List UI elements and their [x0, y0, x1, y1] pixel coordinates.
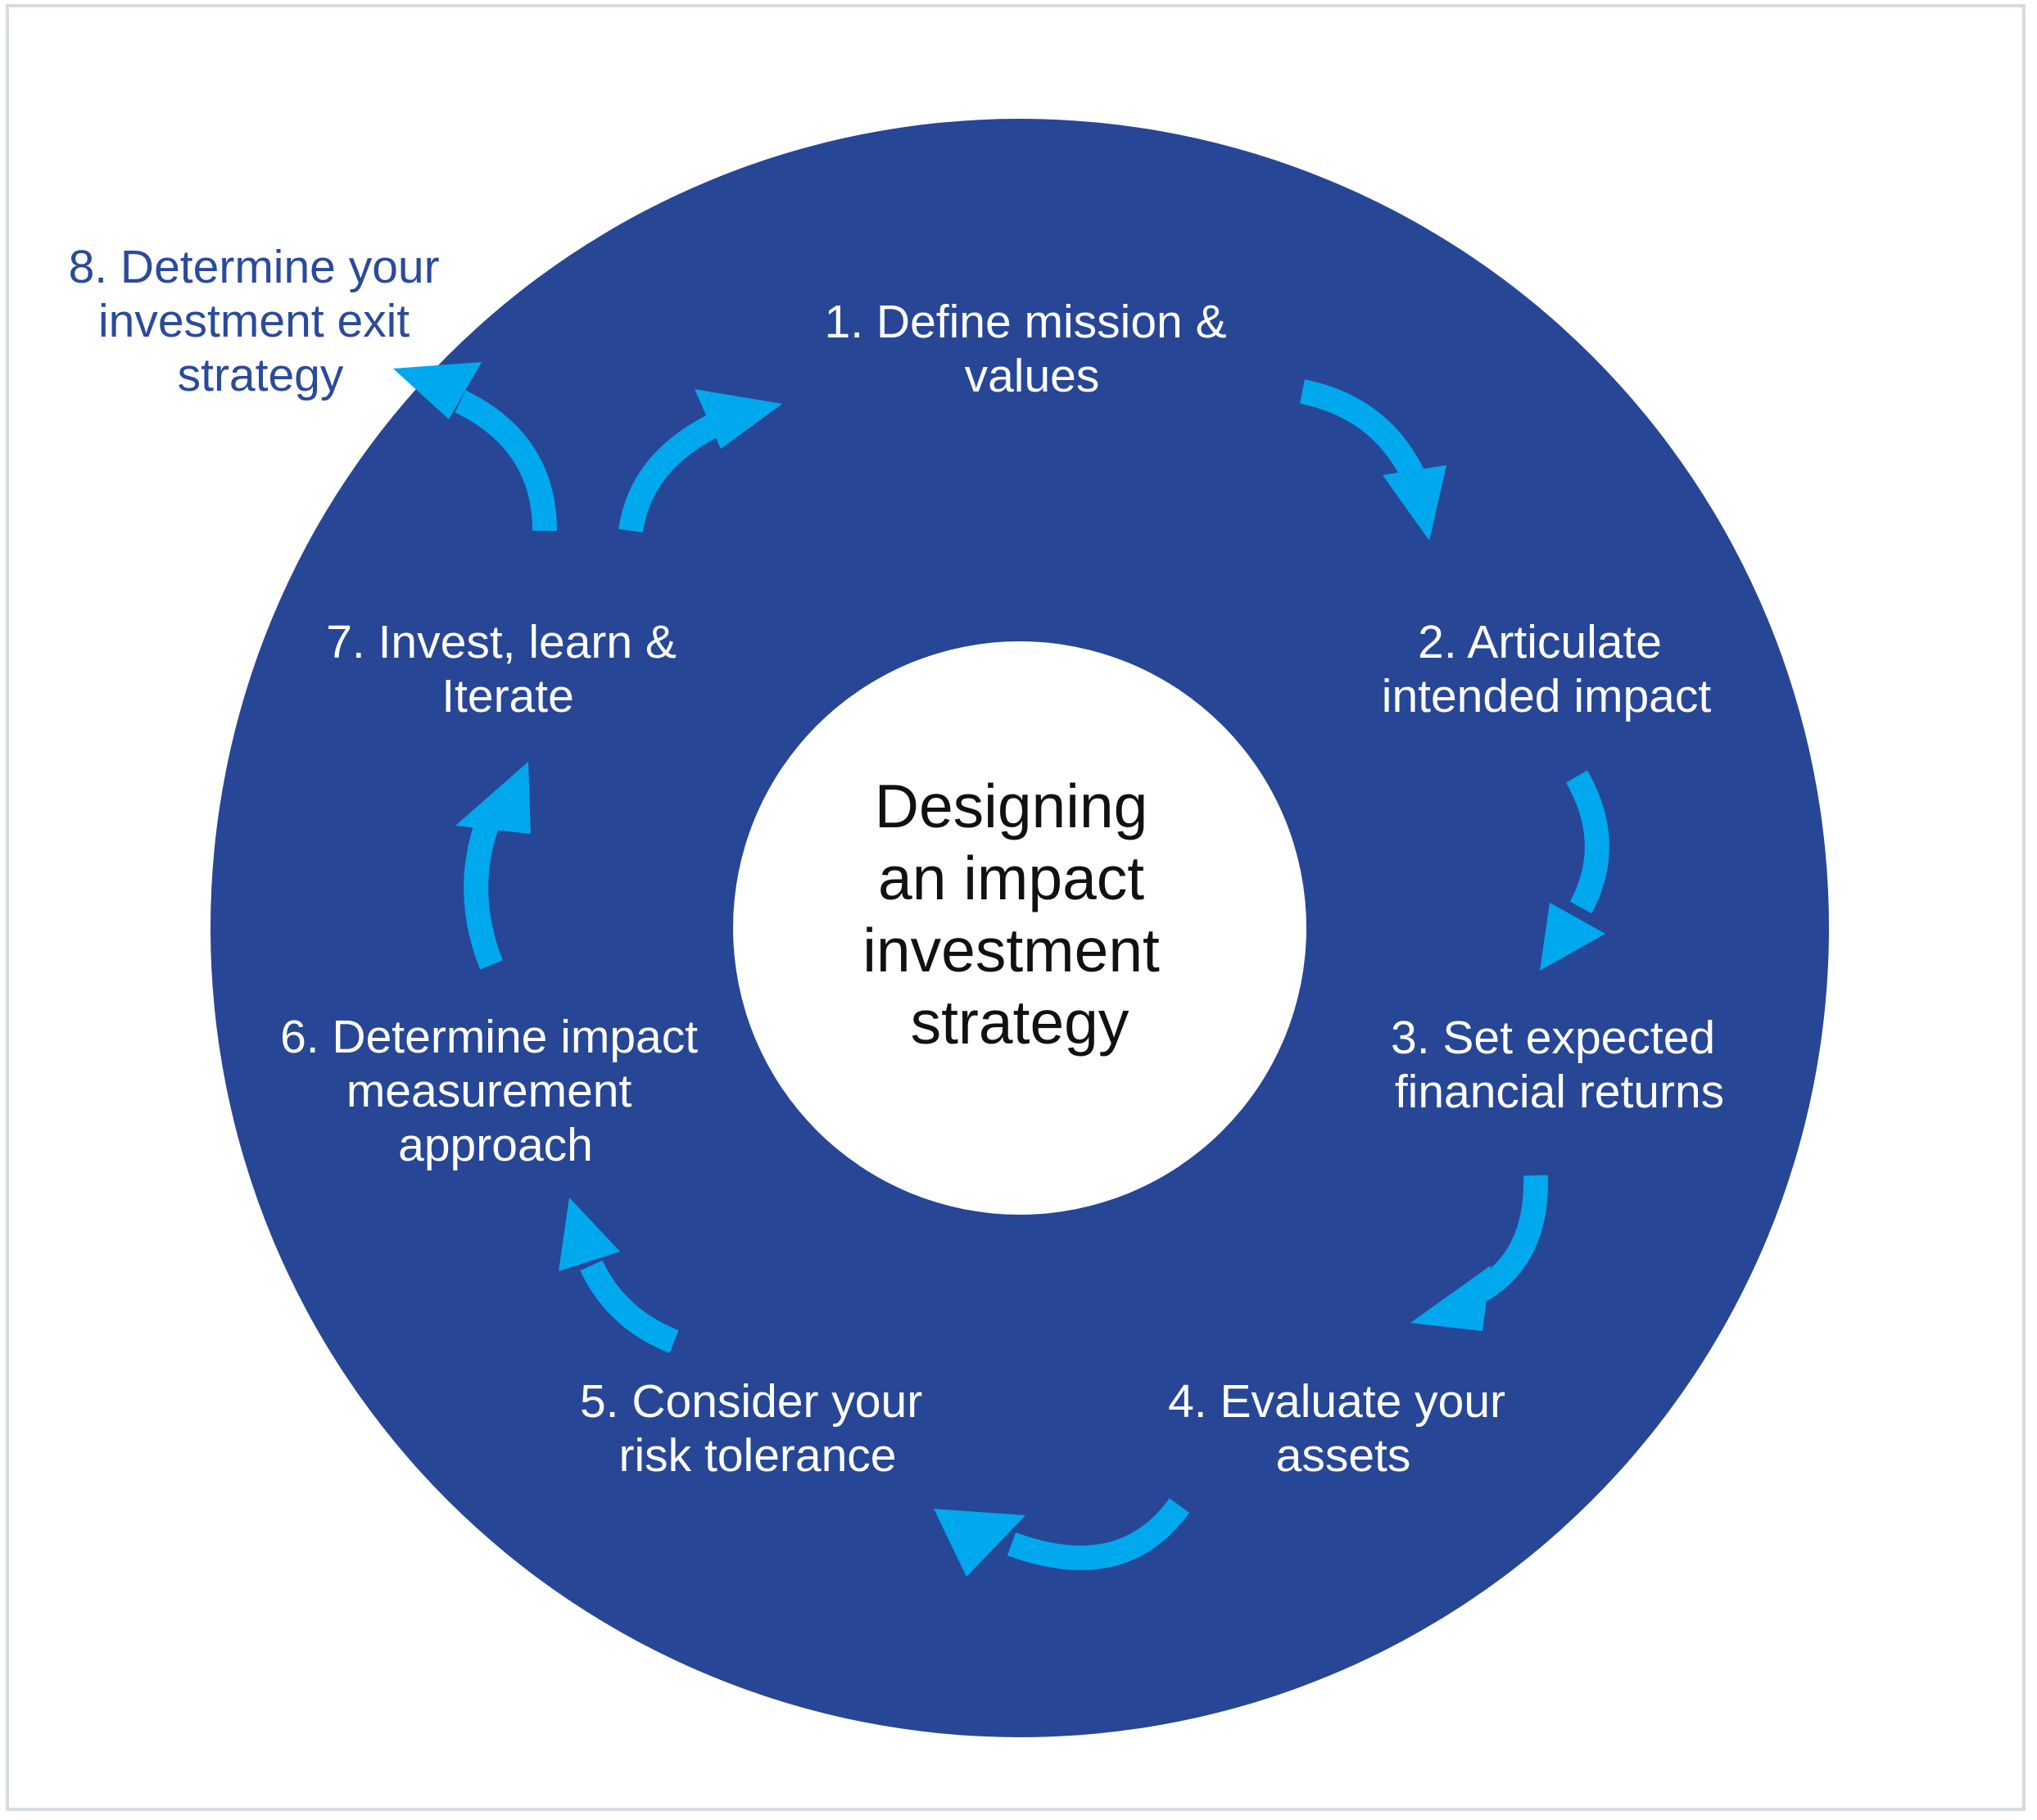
center-circle: [733, 641, 1306, 1215]
step-2-label: 2. Articulate intended impact: [1382, 616, 1712, 722]
curved-arrow-icon: [393, 362, 557, 532]
curved-arrow-icon: [1410, 1175, 1549, 1331]
curved-arrow-icon: [934, 1497, 1190, 1577]
step-8-label: 8. Determine your investment exit strate…: [69, 241, 453, 401]
center-title-line: investment: [862, 916, 1160, 985]
curved-arrow-icon: [455, 762, 531, 970]
step-3-label: 3. Set expected financial returns: [1391, 1012, 1728, 1118]
center-title: Designing an impact investment strategy: [862, 772, 1177, 1057]
center-title-line: an impact: [878, 844, 1144, 912]
curved-arrow-icon: [1299, 379, 1446, 541]
step-5-label: 5. Consider your risk tolerance: [580, 1375, 935, 1482]
step-7-label: 7. Invest, learn & Iterate: [326, 616, 690, 722]
step-1-label: 1. Define mission & values: [825, 296, 1240, 402]
diagram-frame: [6, 4, 2026, 1811]
curved-arrow-icon: [1540, 770, 1609, 971]
step-6-label: 6. Determine impact measurement approach: [280, 1011, 711, 1171]
center-title-line: strategy: [911, 988, 1129, 1057]
step-4-label: 4. Evaluate your assets: [1168, 1375, 1519, 1482]
center-title-line: Designing: [875, 772, 1148, 840]
curved-arrow-icon: [618, 389, 782, 533]
curved-arrow-icon: [559, 1197, 679, 1353]
